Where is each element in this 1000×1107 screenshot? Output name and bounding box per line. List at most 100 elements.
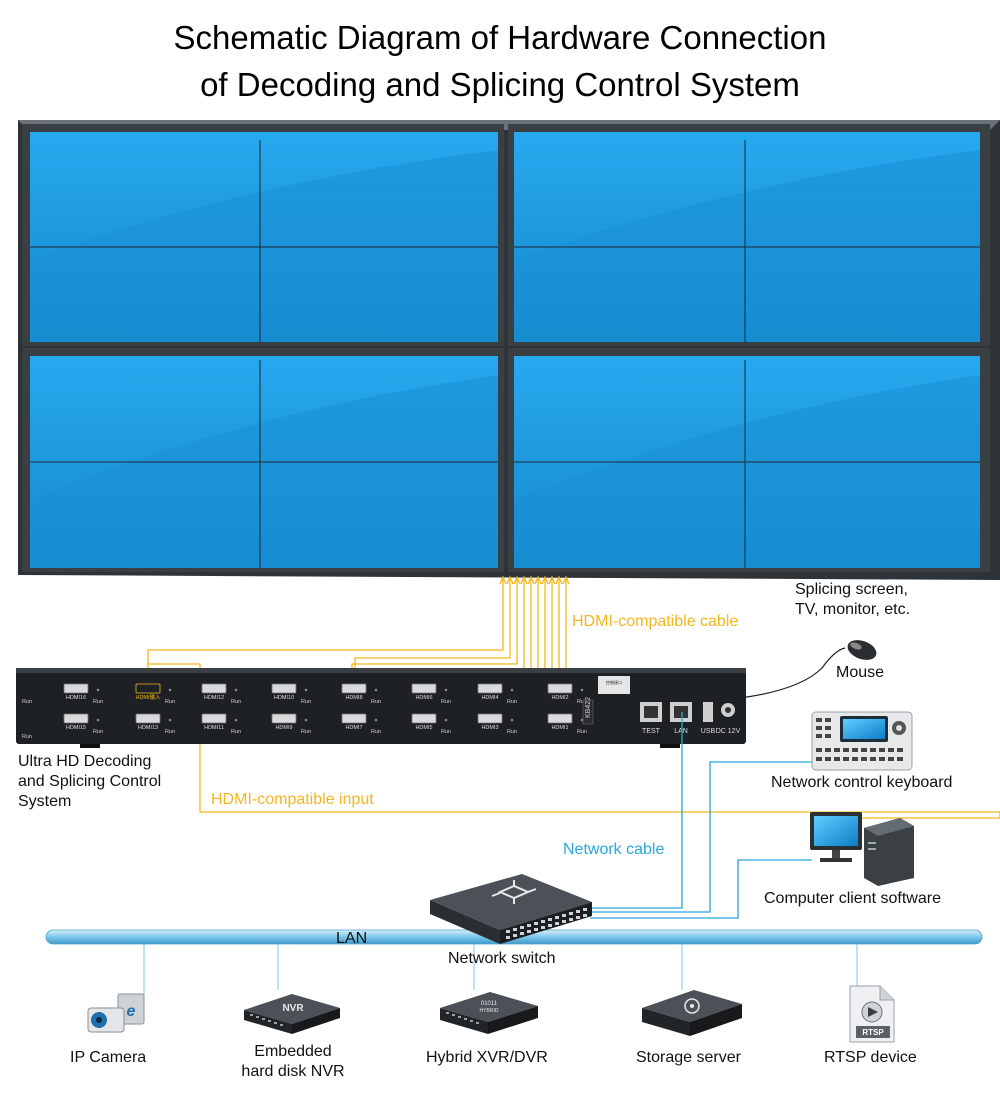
run-led — [168, 688, 172, 692]
hdmi-port-label: HDMI5 — [415, 725, 432, 731]
title-line-2: of Decoding and Splicing Control System — [200, 66, 800, 103]
run-led — [168, 718, 172, 722]
ip-camera-label: IP Camera — [70, 1049, 147, 1066]
title-line-1: Schematic Diagram of Hardware Connection — [173, 19, 827, 56]
run-led — [304, 718, 308, 722]
run-indicator-label: Run — [231, 699, 241, 705]
screen-label-line-2: TV, monitor, etc. — [795, 601, 911, 618]
svg-text:控制接口: 控制接口 — [606, 679, 622, 685]
edge-run-label-1: Run — [22, 699, 32, 705]
run-indicator-label: Run — [301, 729, 311, 735]
run-indicator-label: Run — [507, 729, 517, 735]
decoder-lan-area: 控制接口 KB422 TEST LAN USB DC 12V — [582, 676, 741, 735]
screen-label: Splicing screen, TV, monitor, etc. — [795, 580, 910, 620]
rtsp-label: RTSP device — [824, 1049, 917, 1066]
network-switch — [430, 874, 592, 944]
decoder-device — [16, 668, 746, 748]
hdmi-port-label: HDMI2 — [551, 695, 568, 701]
decoder-label-line-3: System — [18, 793, 72, 810]
ip-camera-device: e — [87, 993, 145, 1033]
run-led — [510, 688, 514, 692]
screen-panel-bottom-left — [22, 348, 504, 572]
lan-label: LAN — [336, 930, 368, 947]
lan-port-label: LAN — [674, 728, 688, 735]
network-cables — [590, 712, 812, 919]
decoder-label-line-2: and Splicing Control — [18, 773, 162, 790]
xvr-device: 01011 HYBRID — [440, 992, 538, 1034]
run-led — [510, 718, 514, 722]
hdmi-port-label: HDMI13 — [138, 725, 158, 731]
hdmi-port-label: HDMI15 — [66, 725, 86, 731]
decoder-ports: HDMI16RunHDMI输入RunHDMI12RunHDMI10RunHDMI… — [22, 683, 587, 740]
run-indicator-label: Run — [301, 699, 311, 705]
run-led — [234, 688, 238, 692]
screen-label-line-1: Splicing screen, — [795, 581, 908, 598]
decoder-label: Ultra HD Decoding and Splicing Control S… — [18, 752, 161, 812]
run-indicator-label: Run — [441, 699, 451, 705]
xvr-badge-hybrid: HYBRID — [480, 1008, 499, 1014]
computer-label: Computer client software — [764, 890, 941, 907]
screen-panel-top-right — [508, 124, 990, 346]
hdmi-port-label: HDMI10 — [274, 695, 294, 701]
usb-port-label: USB — [701, 728, 716, 735]
svg-text:e: e — [127, 1003, 136, 1020]
xvr-badge: 01011 — [481, 1001, 498, 1007]
run-led — [444, 718, 448, 722]
run-indicator-label: Run — [441, 729, 451, 735]
video-wall — [18, 120, 1000, 580]
run-led — [234, 718, 238, 722]
nvr-label-line-1: Embedded — [254, 1043, 332, 1060]
hdmi-port-label: HDMI3 — [481, 725, 498, 731]
run-led — [374, 718, 378, 722]
keyboard-device — [811, 711, 913, 771]
mouse-device — [847, 640, 877, 660]
run-indicator-label: Run — [507, 699, 517, 705]
network-cable-label: Network cable — [563, 841, 665, 858]
rtsp-device: RTSP — [849, 985, 895, 1043]
hdmi-cable-label: HDMI-compatible cable — [572, 613, 739, 630]
hdmi-port-label: HDMI4 — [481, 695, 498, 701]
nvr-device: NVR — [244, 994, 340, 1034]
hdmi-port-label: HDMI输入 — [135, 693, 161, 701]
run-indicator-label: Run — [371, 699, 381, 705]
diagram-title: Schematic Diagram of Hardware Connection… — [0, 14, 1000, 108]
hdmi-port-label: HDMI1 — [551, 725, 568, 731]
run-led — [444, 688, 448, 692]
storage-server-device — [642, 990, 742, 1036]
run-led — [96, 688, 100, 692]
hdmi-port-label: HDMI8 — [345, 695, 362, 701]
run-led — [580, 718, 584, 722]
run-indicator-label: Run — [577, 729, 587, 735]
hdmi-port-label: HDMI12 — [204, 695, 224, 701]
run-led — [304, 688, 308, 692]
run-indicator-label: Run — [93, 729, 103, 735]
hdmi-port-label: HDMI7 — [345, 725, 362, 731]
screen-panel-bottom-right — [508, 348, 990, 572]
computer-device — [810, 812, 914, 886]
decoder-label-line-1: Ultra HD Decoding — [18, 753, 152, 770]
hdmi-input-label: HDMI-compatible input — [211, 791, 374, 808]
run-led — [96, 718, 100, 722]
mouse-label: Mouse — [836, 664, 885, 681]
rtsp-badge: RTSP — [862, 1028, 884, 1037]
switch-label: Network switch — [448, 950, 556, 967]
hdmi-port-label: HDMI6 — [415, 695, 432, 701]
hdmi-port-label: HDMI11 — [204, 725, 224, 731]
screen-panel-top-left — [22, 124, 504, 346]
